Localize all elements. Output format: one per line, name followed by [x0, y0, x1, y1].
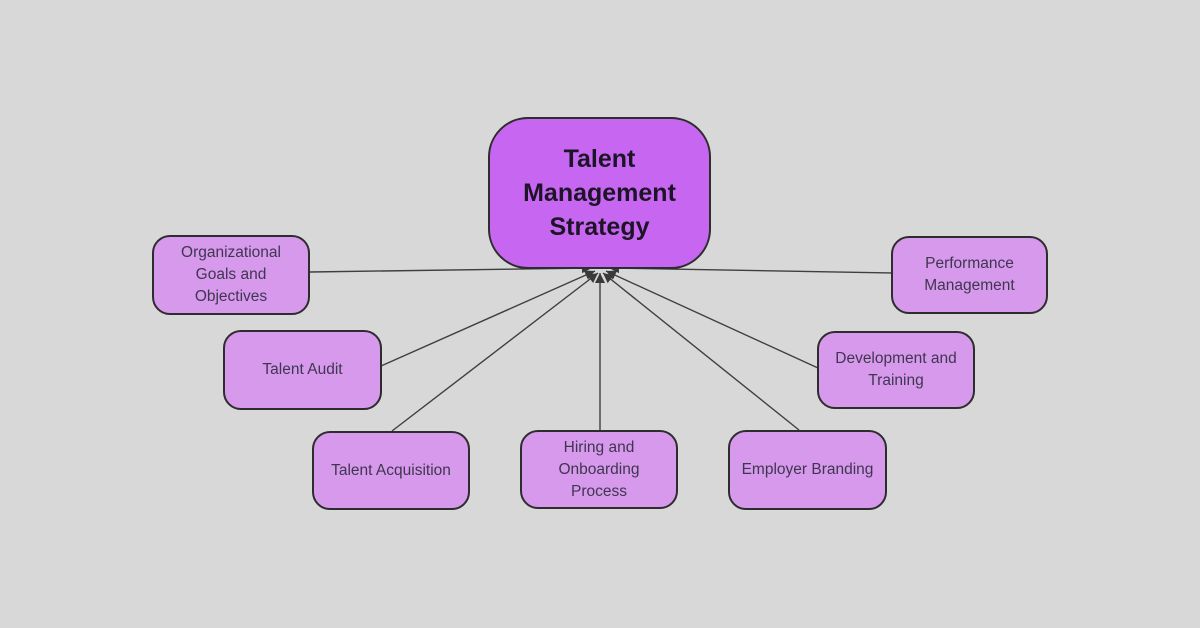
node-label: Organizational Goals and Objectives	[181, 244, 281, 305]
edge-talent-audit	[380, 270, 596, 367]
node-label: Performance Management	[924, 255, 1015, 294]
edge-development-training	[605, 270, 819, 369]
node-development-training[interactable]: Development and Training	[817, 331, 975, 409]
mindmap-root-node[interactable]: Talent Management Strategy	[488, 117, 711, 269]
node-organizational-goals[interactable]: Organizational Goals and Objectives	[152, 235, 310, 315]
root-node-label: Talent Management Strategy	[523, 145, 676, 241]
node-employer-branding[interactable]: Employer Branding	[728, 430, 887, 510]
node-hiring-onboarding[interactable]: Hiring and Onboarding Process	[520, 430, 678, 509]
node-label: Talent Acquisition	[331, 461, 451, 479]
edge-talent-acquisition	[391, 272, 599, 432]
node-label: Hiring and Onboarding Process	[558, 438, 640, 500]
node-performance-management[interactable]: Performance Management	[891, 236, 1048, 314]
node-label: Employer Branding	[741, 461, 874, 478]
edge-employer-branding	[602, 272, 800, 431]
node-label: Development and Training	[835, 350, 957, 389]
node-talent-acquisition[interactable]: Talent Acquisition	[312, 431, 470, 510]
node-talent-audit[interactable]: Talent Audit	[223, 330, 382, 410]
node-label: Talent Audit	[262, 361, 343, 378]
